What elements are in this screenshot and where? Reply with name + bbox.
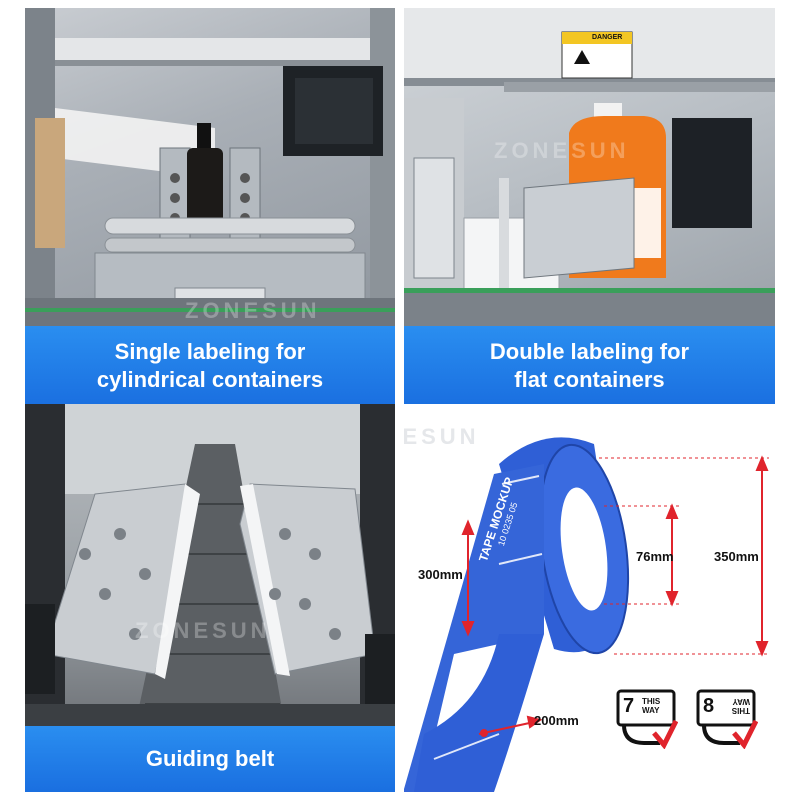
caption-guiding-text: Guiding belt bbox=[145, 746, 275, 771]
caption-double-labeling: Double labeling for flat containers bbox=[404, 326, 775, 406]
caption-double-text: Double labeling for flat containers bbox=[489, 339, 690, 392]
tape-roll-illustration bbox=[404, 437, 769, 792]
direction-number: 7 bbox=[623, 695, 635, 717]
caption-single-labeling: Single labeling for cylindrical containe… bbox=[25, 326, 395, 406]
double-labeling-illustration bbox=[404, 8, 775, 326]
watermark: ZONESUN bbox=[494, 138, 630, 163]
direction-icon-7: 7 THIS WAY bbox=[614, 687, 679, 750]
guiding-belt-photo: ZONESUN bbox=[25, 404, 395, 726]
double-labeling-photo: DANGER ZONESUN bbox=[404, 8, 775, 326]
caption-single-text: Single labeling for cylindrical containe… bbox=[96, 339, 324, 392]
direction-number: 8 bbox=[703, 695, 715, 717]
roll-direction-icon bbox=[696, 689, 759, 750]
dim-core-label: 76mm bbox=[636, 549, 674, 564]
watermark: ZONESUN bbox=[185, 298, 321, 323]
direction-text: THIS WAY bbox=[731, 697, 750, 715]
dim-outer-label: 350mm bbox=[714, 549, 759, 564]
single-labeling-illustration bbox=[25, 8, 395, 326]
direction-icon-8: 8 THIS WAY bbox=[694, 687, 759, 750]
caption-guiding-belt: Guiding belt bbox=[25, 726, 395, 792]
single-labeling-photo: ZONESUN bbox=[25, 8, 395, 326]
dim-width-label: 200mm bbox=[534, 713, 579, 728]
danger-sign-text: DANGER bbox=[592, 34, 623, 41]
tape-roll-diagram: TAPE MOCKUP 10 0235 05 300mm 76mm 350mm … bbox=[404, 404, 775, 792]
guiding-belt-illustration bbox=[25, 404, 395, 726]
direction-text: THIS WAY bbox=[642, 697, 661, 715]
watermark: ZONESUN bbox=[135, 618, 271, 643]
dim-height-label: 300mm bbox=[418, 567, 463, 582]
roll-direction-icon bbox=[616, 689, 679, 750]
watermark: ZONESUN bbox=[404, 424, 480, 449]
